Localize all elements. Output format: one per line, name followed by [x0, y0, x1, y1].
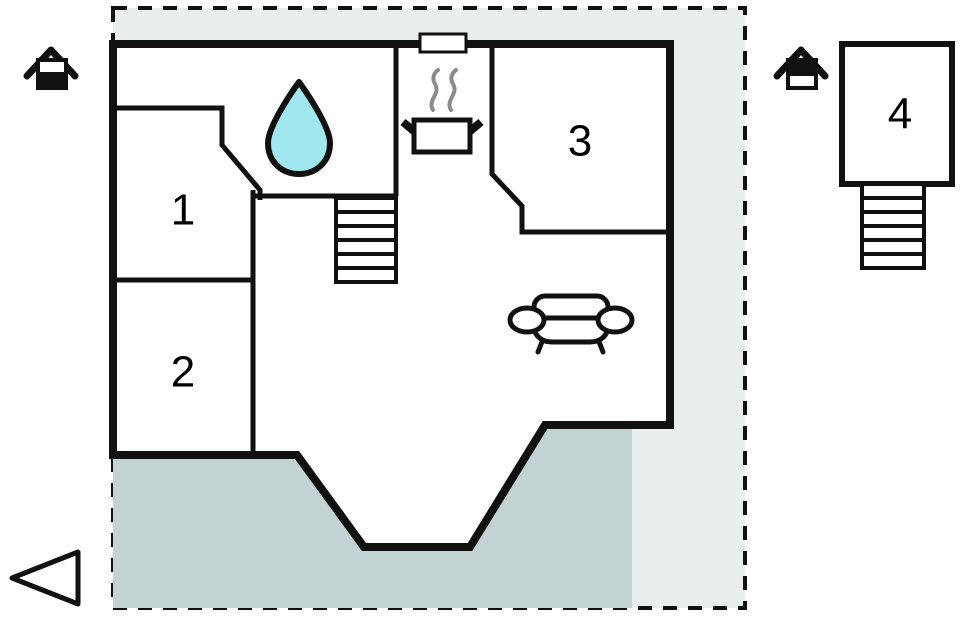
- house-body-right-filled-half: [786, 58, 818, 76]
- water-drop-shape: [265, 79, 333, 177]
- room-label-2: 2: [171, 348, 195, 397]
- house-marker-right-icon: [773, 46, 829, 90]
- sofa-armrest-left: [507, 305, 547, 335]
- room-label-3: 3: [568, 117, 592, 166]
- compass-triangle: [9, 549, 81, 607]
- water-drop-icon: [265, 79, 333, 177]
- wall-room3-boundary: [489, 44, 670, 235]
- pot-body: [411, 117, 473, 155]
- stairs-interior-icon: [334, 196, 398, 284]
- window-opening-icon: [418, 32, 468, 54]
- steam-wisps: [429, 68, 458, 112]
- steam-left: [429, 68, 440, 112]
- steam-right: [447, 68, 458, 112]
- sofa-armrest-right: [595, 305, 635, 335]
- house-marker-left-icon: [23, 46, 79, 90]
- compass-icon: [9, 549, 81, 607]
- house-body-left-filled-half: [36, 72, 68, 90]
- terrace-fill-shape: [113, 420, 632, 608]
- room-label-4: 4: [888, 90, 912, 139]
- sofa-icon: [507, 293, 635, 355]
- wall-room1-top-angled: [113, 105, 263, 200]
- cooking-pot-icon: [400, 68, 484, 155]
- window-opening-rect: [418, 32, 468, 54]
- stairs-exterior-treads: [862, 196, 924, 256]
- room-labels: 1 2 3 4: [171, 90, 912, 397]
- room-label-1: 1: [171, 186, 195, 235]
- stairs-exterior-icon: [860, 182, 926, 270]
